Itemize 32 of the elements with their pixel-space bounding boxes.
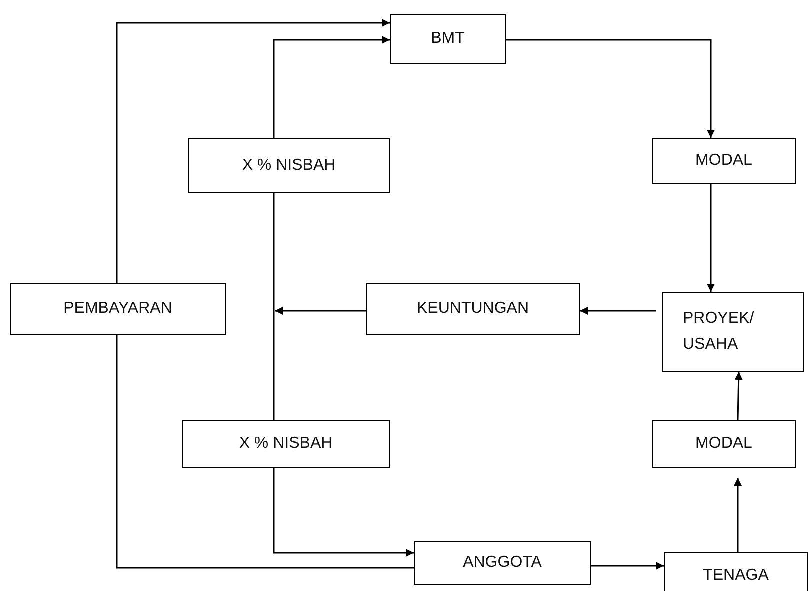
box-label: KEUNTUNGAN bbox=[416, 299, 529, 320]
process-box bbox=[652, 420, 796, 468]
box-label: MODAL bbox=[696, 434, 752, 454]
process-box bbox=[414, 541, 591, 585]
process-box bbox=[10, 283, 226, 335]
arrow bbox=[275, 307, 366, 315]
box-label: X % NISBAH bbox=[242, 156, 336, 176]
arrow bbox=[707, 184, 715, 292]
process-box bbox=[652, 138, 796, 184]
arrow bbox=[580, 307, 656, 315]
process-box bbox=[664, 552, 808, 591]
arrow bbox=[273, 36, 390, 138]
box-label: X % NISBAH bbox=[239, 434, 333, 454]
box-label: ANGGOTA bbox=[463, 553, 542, 574]
arrow bbox=[734, 478, 742, 552]
arrow bbox=[506, 39, 715, 138]
arrow bbox=[734, 372, 743, 420]
process-box bbox=[366, 283, 580, 335]
box-label: MODAL bbox=[696, 151, 752, 172]
process-box bbox=[182, 420, 390, 468]
box-label: BMT bbox=[431, 29, 465, 50]
box-label: PEMBAYARAN bbox=[64, 299, 172, 320]
arrow bbox=[116, 19, 390, 283]
process-box bbox=[188, 138, 390, 193]
process-box bbox=[390, 14, 506, 64]
connector-line bbox=[116, 335, 414, 569]
arrow bbox=[273, 468, 414, 557]
box-label: TENAGA bbox=[703, 566, 769, 586]
arrow bbox=[591, 562, 664, 570]
connector-line bbox=[273, 193, 275, 420]
process-box bbox=[662, 292, 804, 372]
box-label: PROYEK/ USAHA bbox=[683, 309, 756, 355]
